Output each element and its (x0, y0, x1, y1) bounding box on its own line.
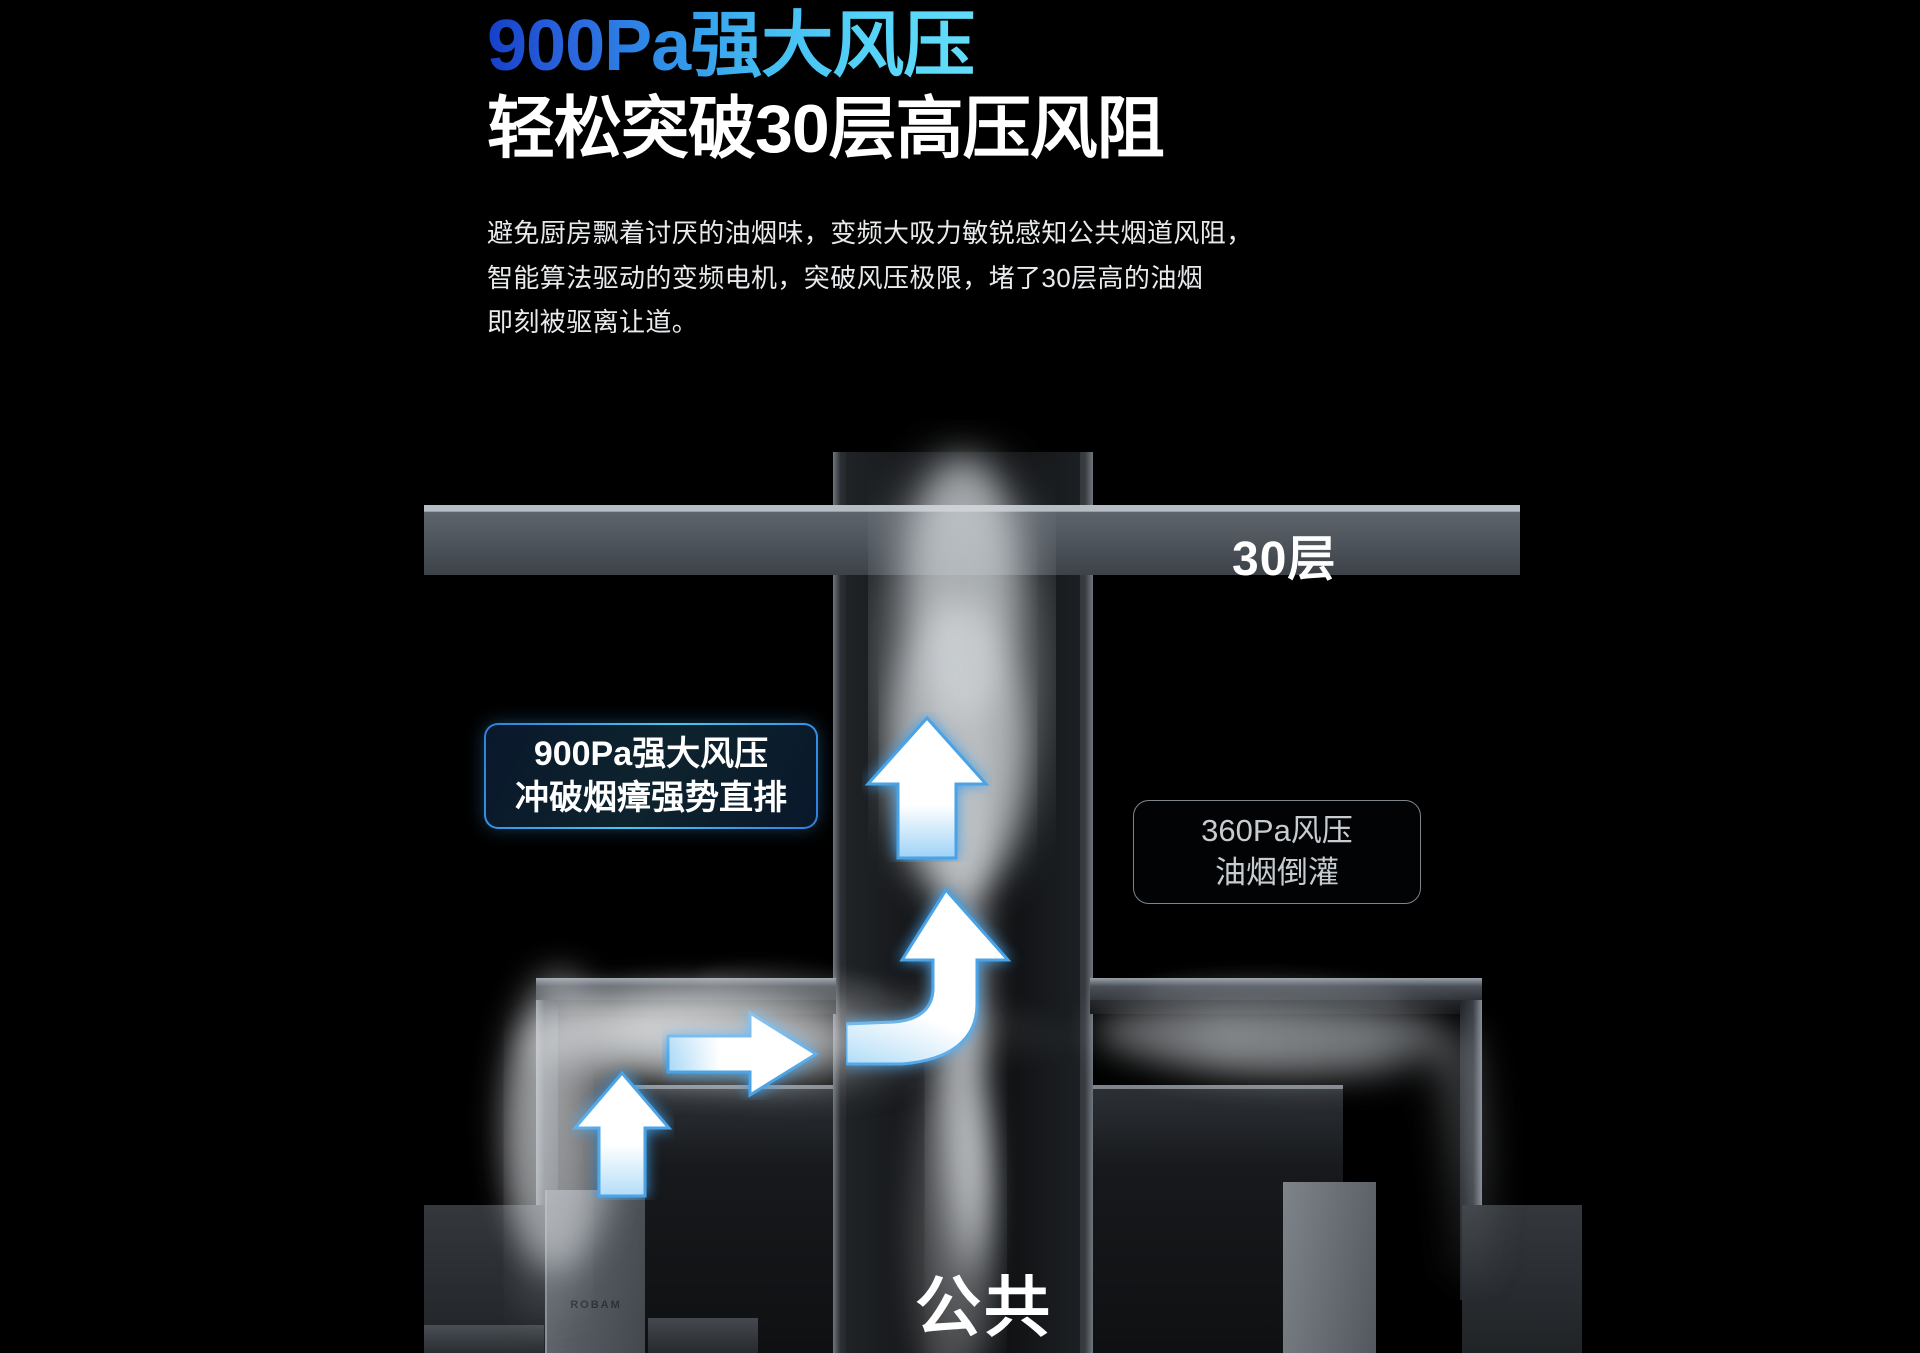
floor-slab (424, 505, 1520, 575)
callout-primary-line2: 冲破烟瘴强势直排 (515, 779, 787, 817)
neighbor-hood-unit (1283, 1182, 1376, 1353)
copy-block: 900Pa强大风压 轻松突破30层高压风阻 避免厨房飘着讨厌的油烟味，变频大吸力… (487, 6, 1487, 345)
range-hood-unit: ROBAM (545, 1190, 645, 1353)
counter-stub-center (648, 1318, 758, 1353)
cabinet-far-right (1462, 1205, 1582, 1353)
up-arrow-hood-intake (571, 1070, 673, 1198)
callout-primary-line1: 900Pa强大风压 (533, 734, 769, 773)
body-line-3: 即刻被驱离让道。 (487, 307, 699, 338)
branch-duct-right (1090, 978, 1482, 1002)
branch-duct-right-body (1090, 1000, 1478, 1014)
callout-secondary: 360Pa风压 油烟倒灌 (1133, 800, 1421, 904)
headline-primary: 900Pa强大风压 (487, 6, 975, 86)
callout-primary: 900Pa强大风压 冲破烟瘴强势直排 (484, 723, 818, 829)
body-paragraph: 避免厨房飘着讨厌的油烟味，变频大吸力敏锐感知公共烟道风阻， 智能算法驱动的变频电… (487, 211, 1487, 345)
body-line-2: 智能算法驱动的变频电机，突破风压极限，堵了30层高的油烟 (487, 262, 1204, 293)
wall-right (1093, 575, 1520, 987)
brand-logo: ROBAM (570, 1299, 622, 1311)
public-flue-caption: 公共 (915, 1270, 1053, 1344)
body-line-1: 避免厨房飘着讨厌的油烟味，变频大吸力敏锐感知公共烟道风阻， (487, 217, 1253, 248)
up-arrow-shaft-upper (864, 715, 990, 860)
counter-stub-left (424, 1325, 544, 1353)
floor-label: 30层 (1232, 533, 1337, 586)
callout-secondary-line1: 360Pa风压 (1201, 813, 1353, 849)
elbow-arrow-turn-up (846, 887, 1012, 1066)
branch-duct-left (536, 978, 836, 1002)
headline-secondary: 轻松突破30层高压风阻 (487, 90, 1165, 167)
right-arrow-duct (666, 1010, 819, 1098)
callout-secondary-line2: 油烟倒灌 (1215, 855, 1339, 890)
